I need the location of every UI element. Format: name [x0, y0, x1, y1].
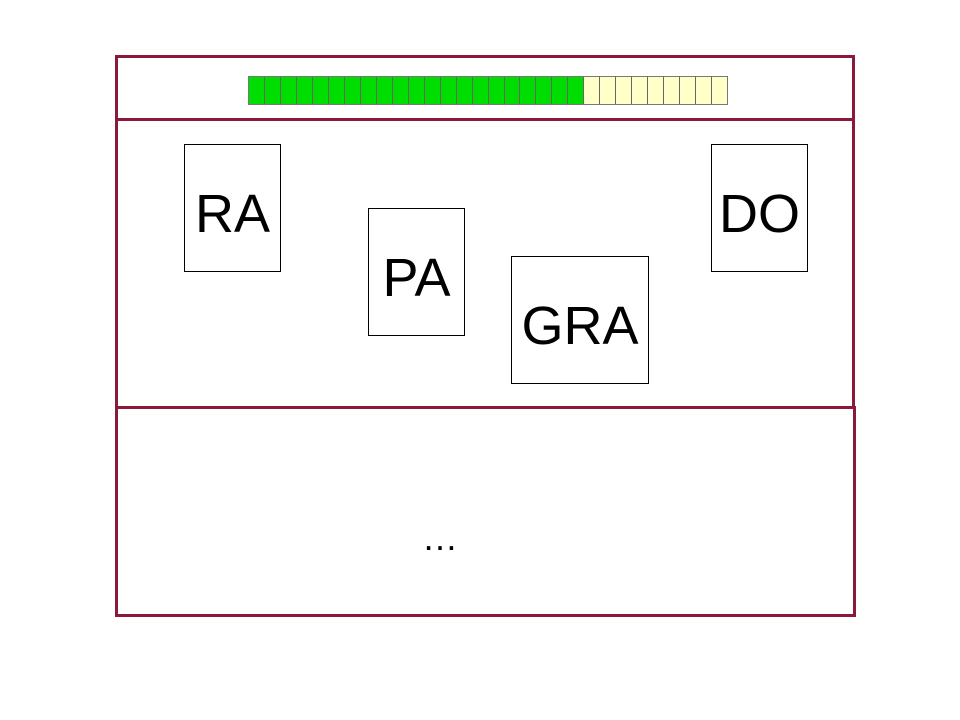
progress-segment-filled	[568, 77, 585, 104]
card-gra[interactable]: GRA	[511, 256, 649, 384]
progress-segment-empty	[712, 77, 728, 104]
card-pa[interactable]: PA	[368, 208, 465, 336]
progress-segment-filled	[520, 77, 537, 104]
progress-segment-filled	[376, 77, 393, 104]
progress-segment-empty	[600, 77, 617, 104]
progress-segment-filled	[360, 77, 377, 104]
progress-segment-filled	[536, 77, 553, 104]
progress-segment-filled	[296, 77, 313, 104]
card-gra-label: GRA	[521, 296, 639, 356]
progress-segment-filled	[488, 77, 505, 104]
progress-segment-filled	[440, 77, 457, 104]
progress-segment-filled	[280, 77, 297, 104]
card-do[interactable]: DO	[711, 144, 808, 272]
progress-segment-filled	[328, 77, 345, 104]
progress-segment-filled	[344, 77, 361, 104]
progress-segment-filled	[472, 77, 489, 104]
card-do-label: DO	[719, 184, 800, 244]
progress-bar	[248, 76, 728, 105]
card-ra[interactable]: RA	[184, 144, 281, 272]
progress-segment-filled	[456, 77, 473, 104]
progress-segment-filled	[408, 77, 425, 104]
progress-segment-empty	[680, 77, 697, 104]
card-pa-label: PA	[382, 248, 451, 308]
progress-segment-filled	[424, 77, 441, 104]
progress-segment-filled	[264, 77, 281, 104]
bottom-panel	[115, 406, 856, 617]
progress-segment-empty	[664, 77, 681, 104]
progress-segment-empty	[696, 77, 713, 104]
card-ra-label: RA	[194, 184, 270, 244]
progress-segment-filled	[312, 77, 329, 104]
progress-segment-empty	[648, 77, 665, 104]
progress-segment-empty	[632, 77, 649, 104]
progress-segment-filled	[504, 77, 521, 104]
progress-segment-filled	[392, 77, 409, 104]
ellipsis-text: …	[422, 517, 458, 558]
progress-segment-empty	[616, 77, 633, 104]
progress-segment-filled	[249, 77, 265, 104]
progress-segment-filled	[552, 77, 569, 104]
progress-segment-empty	[584, 77, 601, 104]
